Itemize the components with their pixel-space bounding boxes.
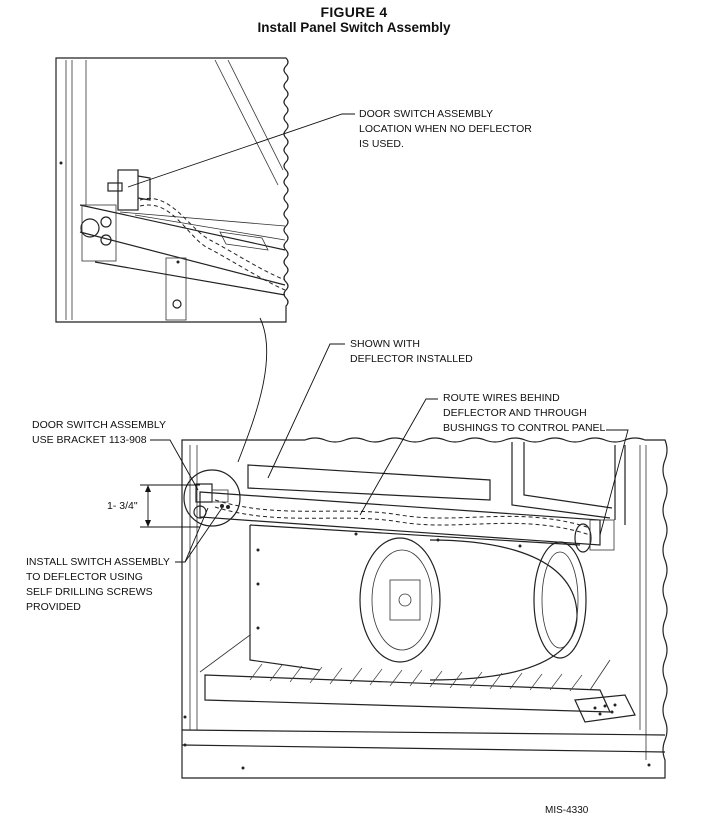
main-view — [181, 437, 668, 779]
detail-view — [55, 57, 289, 323]
callout-shown-with-deflector: SHOWN WITH DEFLECTOR INSTALLED — [350, 337, 473, 367]
callout-line: DOOR SWITCH ASSEMBLY — [359, 108, 493, 120]
figure-title: Install Panel Switch Assembly — [257, 20, 451, 35]
callout-line: BUSHINGS TO CONTROL PANEL — [443, 422, 606, 434]
leader-lines — [127, 113, 629, 563]
callout-line: TO DEFLECTOR USING — [26, 571, 143, 583]
grille-hatch — [249, 663, 583, 692]
callout-line: PROVIDED — [26, 601, 81, 613]
callout-line: SHOWN WITH — [350, 338, 420, 350]
callout-line: USE BRACKET 113-908 — [32, 434, 147, 446]
callout-line: IS USED. — [359, 138, 404, 150]
callout-line: DEFLECTOR INSTALLED — [350, 353, 473, 365]
callout-line: SELF DRILLING SCREWS — [26, 586, 153, 598]
callout-line: INSTALL SWITCH ASSEMBLY — [26, 556, 170, 568]
callout-line: DOOR SWITCH ASSEMBLY — [32, 419, 166, 431]
callout-install-switch: INSTALL SWITCH ASSEMBLY TO DEFLECTOR USI… — [26, 555, 170, 615]
callout-line: LOCATION WHEN NO DEFLECTOR — [359, 123, 532, 135]
dimension-label: 1- 3/4" — [107, 500, 138, 512]
callout-door-switch-bracket: DOOR SWITCH ASSEMBLY USE BRACKET 113-908 — [32, 418, 166, 448]
callout-route-wires: ROUTE WIRES BEHIND DEFLECTOR AND THROUGH… — [443, 391, 605, 436]
drawing-code: MIS-4330 — [545, 805, 589, 816]
callout-line: DEFLECTOR AND THROUGH — [443, 407, 587, 419]
callout-line: ROUTE WIRES BEHIND — [443, 392, 560, 404]
callout-door-switch-location: DOOR SWITCH ASSEMBLY LOCATION WHEN NO DE… — [359, 107, 532, 152]
figure-number: FIGURE 4 — [320, 4, 388, 20]
